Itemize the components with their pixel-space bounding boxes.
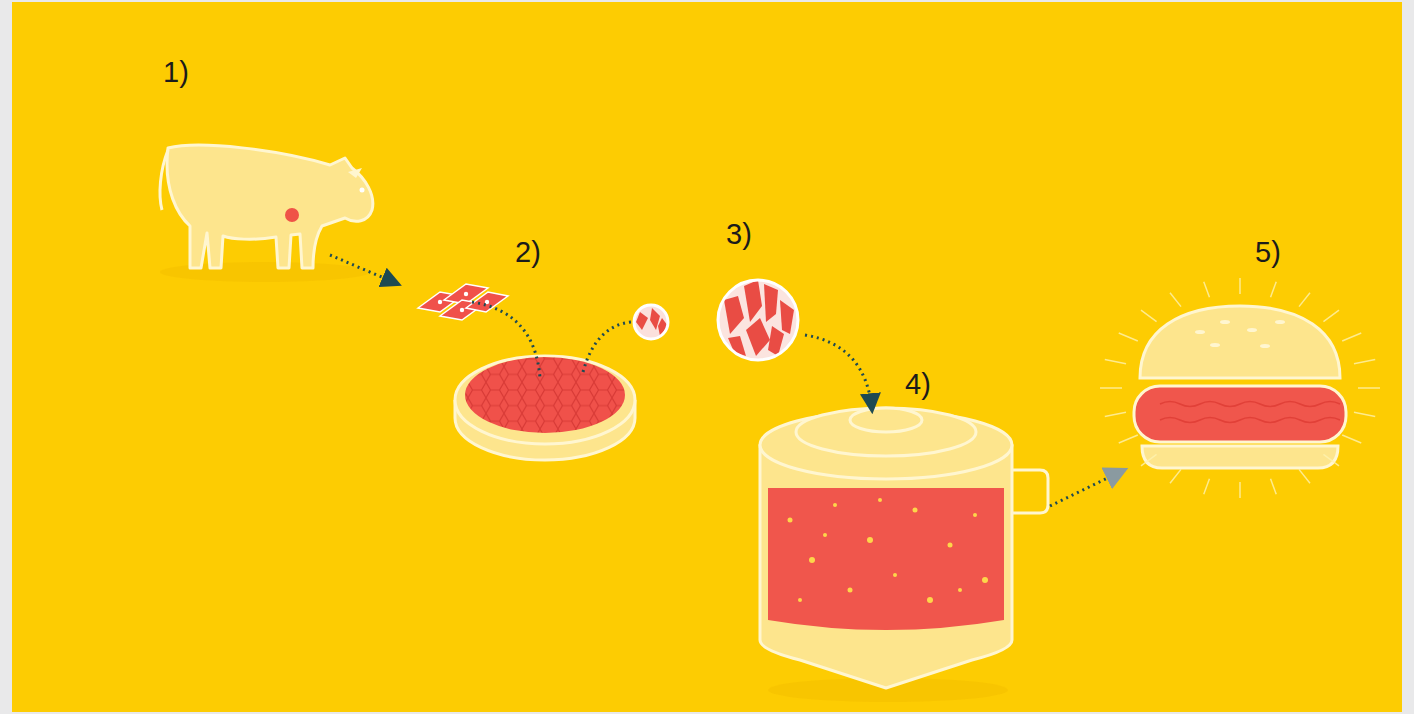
glow-ray <box>1323 310 1339 321</box>
glow-ray <box>1271 479 1277 494</box>
cow-ear <box>348 168 362 178</box>
glow-ray <box>1141 310 1157 321</box>
glow-ray <box>1204 479 1210 494</box>
glow-ray <box>1342 435 1361 443</box>
muscle-cells <box>418 284 508 320</box>
glow-ray <box>1271 282 1277 297</box>
step-number: 2) <box>515 238 541 267</box>
cell-sphere <box>718 280 798 360</box>
glow-ray <box>1170 293 1181 307</box>
flow-arrows <box>330 255 1124 506</box>
glow-ray <box>1105 412 1126 416</box>
biopsy-spot <box>285 208 299 222</box>
cow-tail <box>160 150 168 210</box>
glow-ray <box>1100 387 1122 389</box>
step-number: 5) <box>1255 238 1281 267</box>
bioreactor <box>760 408 1048 702</box>
glow-ray <box>1119 333 1138 341</box>
burger <box>1100 278 1380 498</box>
petri-dish <box>455 356 635 460</box>
glow-ray <box>1239 482 1241 498</box>
glow-ray <box>1141 454 1157 465</box>
glow-ray <box>1119 435 1138 443</box>
glow-ray <box>1323 454 1339 465</box>
step-number: 1) <box>163 58 189 87</box>
glow-ray <box>1239 278 1241 294</box>
glow-ray <box>1354 412 1375 416</box>
glow-ray <box>1105 360 1126 364</box>
glow-ray <box>1354 360 1375 364</box>
step-number: 3) <box>726 220 752 249</box>
glow-ray <box>1204 282 1210 297</box>
glow-ray <box>1342 333 1361 341</box>
cow <box>167 145 373 268</box>
cow-eye <box>360 188 365 193</box>
cell-sphere-small <box>634 305 668 339</box>
glow-ray <box>1299 469 1310 483</box>
glow-ray <box>1299 293 1310 307</box>
step-number: 4) <box>905 370 931 399</box>
glow-ray <box>1358 387 1380 389</box>
background <box>12 2 1402 712</box>
glow-ray <box>1170 469 1181 483</box>
